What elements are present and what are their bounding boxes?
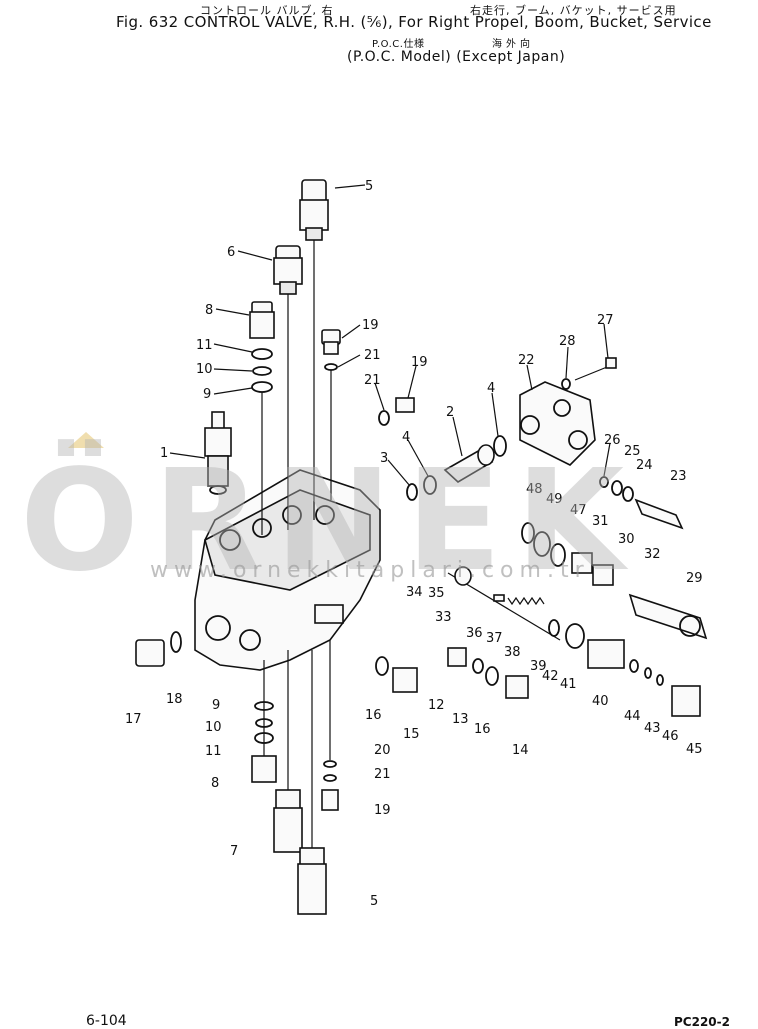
callout-9-bottom: 9 xyxy=(212,698,220,713)
spool-29 xyxy=(628,593,708,640)
relief-valve-5-bottom xyxy=(297,650,327,915)
callout-46: 46 xyxy=(662,729,679,744)
callout-21-right: 21 xyxy=(364,373,381,388)
callout-5-bottom: 5 xyxy=(370,894,378,909)
plug-19-top xyxy=(321,329,341,500)
callout-41: 41 xyxy=(560,677,577,692)
plug-40-45 xyxy=(587,639,701,717)
plug-19-bottom xyxy=(321,640,339,811)
plug-19-right xyxy=(378,397,415,426)
spool-23 xyxy=(599,476,684,530)
valve-7 xyxy=(273,650,303,853)
callout-11-bottom: 11 xyxy=(205,744,222,759)
lower-ports-12-16 xyxy=(375,647,529,699)
callout-37: 37 xyxy=(486,631,503,646)
plug-17 xyxy=(135,631,182,667)
callout-44: 44 xyxy=(624,709,641,724)
callout-22: 22 xyxy=(518,353,535,368)
callout-12: 12 xyxy=(428,698,445,713)
callout-4-lower: 4 xyxy=(402,430,410,445)
callout-2: 2 xyxy=(446,405,454,420)
subtitle-japanese-left: P.O.C.仕様 xyxy=(372,39,425,50)
callout-38: 38 xyxy=(504,645,521,660)
bolt-27 xyxy=(561,357,617,390)
callout-23: 23 xyxy=(670,469,687,484)
leader-lines xyxy=(169,184,611,487)
relief-valve-5-top xyxy=(299,179,329,520)
callout-7: 7 xyxy=(230,844,238,859)
callout-47: 47 xyxy=(570,503,587,518)
plug-8-bottom xyxy=(251,660,277,783)
callout-16-right: 16 xyxy=(474,722,491,737)
callout-4-upper: 4 xyxy=(487,381,495,396)
callout-15: 15 xyxy=(403,727,420,742)
callout-30: 30 xyxy=(618,532,635,547)
callout-27: 27 xyxy=(597,313,614,328)
seal-stack-47-49 xyxy=(521,522,614,586)
title-japanese-left: コントロール バルブ, 右 xyxy=(200,4,334,17)
callout-10-bottom: 10 xyxy=(205,720,222,735)
model-note: (P.O.C. Model) (Except Japan) xyxy=(347,49,566,65)
callout-32: 32 xyxy=(644,547,661,562)
callout-1: 1 xyxy=(160,446,168,461)
callout-21-top: 21 xyxy=(364,348,381,363)
callout-45: 45 xyxy=(686,742,703,757)
callout-8-top: 8 xyxy=(205,303,213,318)
valve-6 xyxy=(273,245,303,530)
callout-6: 6 xyxy=(227,245,235,260)
callout-11-top: 11 xyxy=(196,338,213,353)
figure-title: Fig. 632 CONTROL VALVE, R.H. (⅚), For Ri… xyxy=(116,13,712,31)
sleeve-2 xyxy=(406,435,507,501)
callout-40: 40 xyxy=(592,694,609,709)
block-22 xyxy=(519,381,596,466)
callout-24: 24 xyxy=(636,458,653,473)
callout-19-bottom: 19 xyxy=(374,803,391,818)
callout-28: 28 xyxy=(559,334,576,349)
callout-48: 48 xyxy=(526,482,543,497)
callout-19-right: 19 xyxy=(411,355,428,370)
callout-19-top: 19 xyxy=(362,318,379,333)
callout-labels: 5 6 8 11 10 9 1 19 21 21 19 22 28 27 2 4… xyxy=(125,179,703,909)
title-japanese-right: 右走行, ブーム, バケット, サービス用 xyxy=(470,4,677,17)
callout-21-bottom: 21 xyxy=(374,767,391,782)
machine-model: PC220-2 xyxy=(674,1015,730,1029)
valve-body xyxy=(194,469,381,671)
valve-1 xyxy=(204,411,232,495)
callout-26: 26 xyxy=(604,433,621,448)
callout-16-left: 16 xyxy=(365,708,382,723)
spring-stack-33-42 xyxy=(447,566,585,649)
callout-13: 13 xyxy=(452,712,469,727)
callout-20: 20 xyxy=(374,743,391,758)
page-number: 6-104 xyxy=(86,1013,127,1029)
callout-14: 14 xyxy=(512,743,529,758)
callout-34: 34 xyxy=(406,585,423,600)
callout-43: 43 xyxy=(644,721,661,736)
callout-9-top: 9 xyxy=(203,387,211,402)
callout-8-bottom: 8 xyxy=(211,776,219,791)
callout-36: 36 xyxy=(466,626,483,641)
callout-29: 29 xyxy=(686,571,703,586)
callout-10-top: 10 xyxy=(196,362,213,377)
callout-25: 25 xyxy=(624,444,641,459)
callout-3: 3 xyxy=(380,451,388,466)
callout-5-top: 5 xyxy=(365,179,373,194)
subtitle-japanese-right: 海外向 xyxy=(492,39,534,50)
plug-8-top xyxy=(249,301,275,535)
callout-49: 49 xyxy=(546,492,563,507)
callout-18: 18 xyxy=(166,692,183,707)
callout-17: 17 xyxy=(125,712,142,727)
callout-33: 33 xyxy=(435,610,452,625)
callout-35: 35 xyxy=(428,586,445,601)
callout-42: 42 xyxy=(542,669,559,684)
callout-39: 39 xyxy=(530,659,547,674)
callout-31: 31 xyxy=(592,514,609,529)
